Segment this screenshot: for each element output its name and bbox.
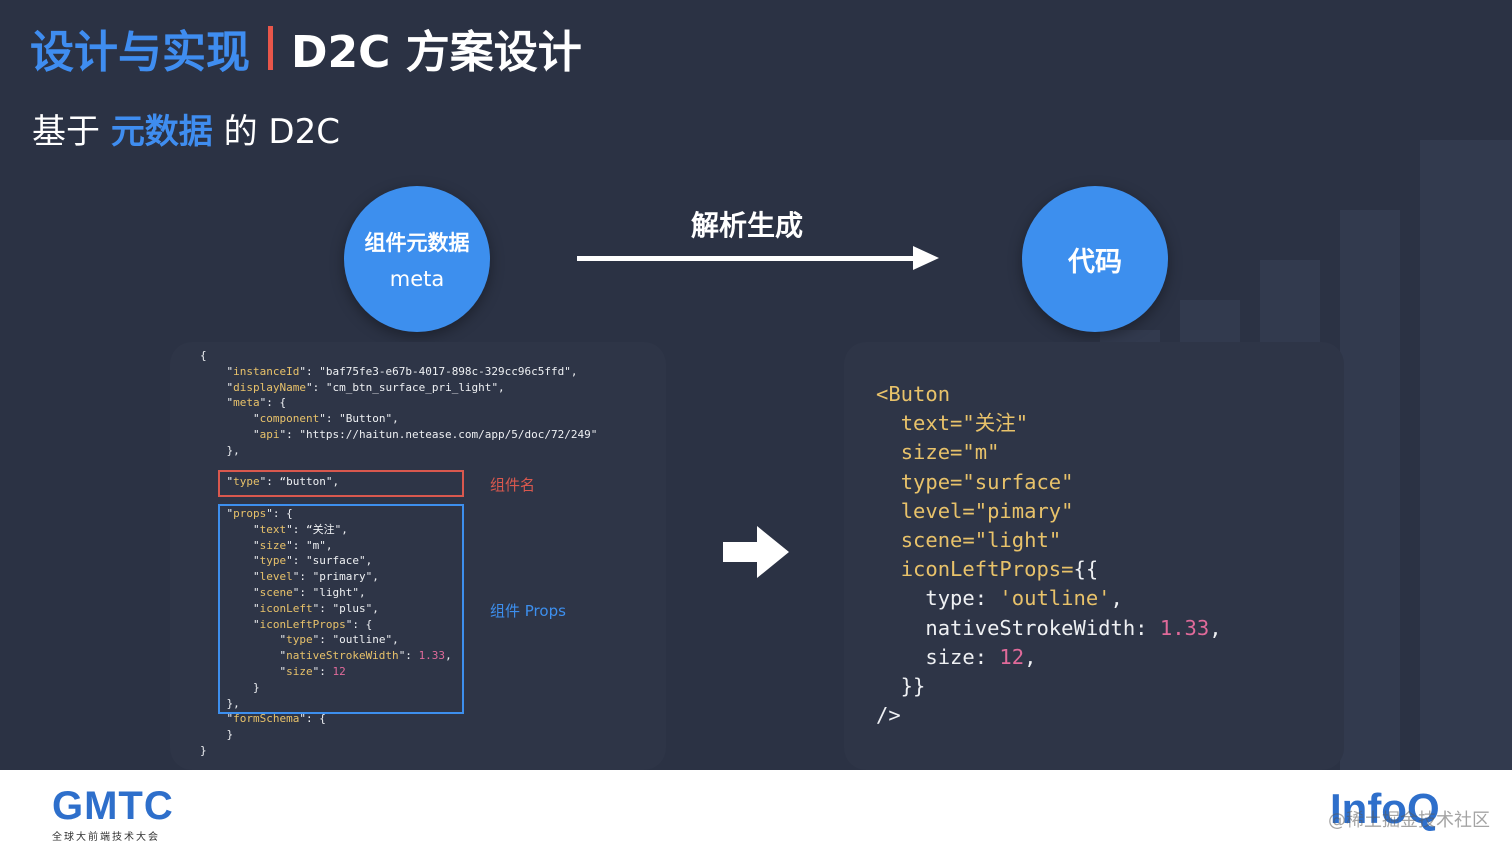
gmtc-logo-subtitle: 全球大前端技术大会: [52, 832, 160, 843]
component-name-highlight-box: [218, 470, 464, 497]
title-rest: D2C 方案设计: [291, 27, 582, 78]
metadata-circle-title: 组件元数据: [364, 231, 470, 255]
subtitle-prefix: 基于: [32, 112, 100, 152]
gmtc-logo-word: GMTC: [52, 784, 174, 828]
code-circle: 代码: [1022, 186, 1168, 332]
metadata-json: { "instanceId": "baf75fe3-e67b-4017-898c…: [200, 349, 598, 757]
generated-code: <Buton text="关注" size="m" type="surface"…: [876, 382, 1222, 728]
component-props-highlight-box: [218, 504, 464, 714]
metadata-circle: 组件元数据 meta: [344, 186, 490, 332]
watermark: @稀土掘金技术社区: [1328, 810, 1490, 831]
right-arrow-icon: [723, 526, 789, 578]
code-circle-label: 代码: [1068, 246, 1122, 278]
decor-column: [1420, 140, 1512, 770]
slide-title: 设计与实现 D2C 方案设计: [30, 18, 582, 78]
component-name-annotation: 组件名: [490, 476, 536, 494]
json-panel: [170, 342, 666, 770]
code-panel: [844, 342, 1344, 770]
footer-bar: [0, 770, 1512, 851]
subtitle-highlight: 元数据: [110, 112, 213, 152]
flow-arrow-line: [577, 256, 917, 261]
component-props-annotation: 组件 Props: [490, 602, 566, 620]
title-highlight: 设计与实现: [30, 27, 250, 78]
parse-generate-label: 解析生成: [690, 209, 803, 242]
slide-subtitle: 基于 元数据 的 D2C: [32, 104, 340, 153]
decor-column: [1340, 210, 1400, 770]
slide: 设计与实现 D2C 方案设计 基于 元数据 的 D2C 组件元数据 meta 解…: [30, 18, 1512, 770]
infoq-logo: InfoQ: [1330, 785, 1440, 832]
subtitle-suffix: 的 D2C: [223, 112, 340, 152]
gmtc-logo: GMTC 全球大前端技术大会: [52, 786, 174, 843]
metadata-circle-subtitle: meta: [389, 267, 445, 291]
title-divider: [268, 26, 273, 70]
flow-arrow-head-icon: [913, 246, 939, 270]
